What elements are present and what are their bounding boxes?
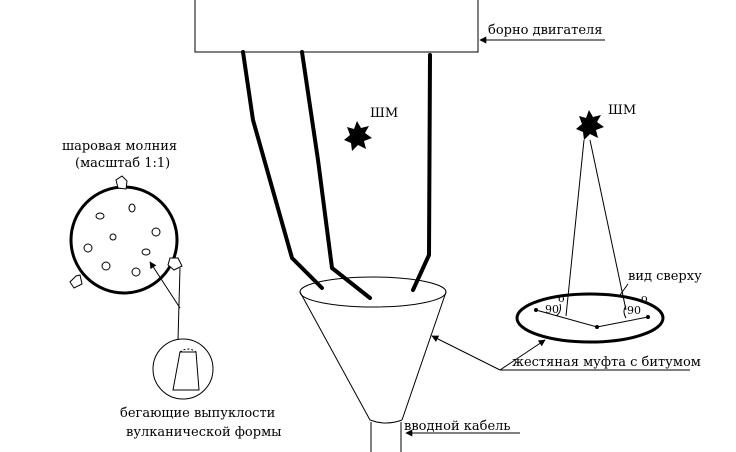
input-cable-label: вводной кабель bbox=[404, 419, 511, 434]
bump-pointer-1 bbox=[177, 267, 181, 341]
cable-right bbox=[411, 53, 432, 292]
motor-terminal-box bbox=[194, 0, 479, 53]
angle-right-degree: о bbox=[641, 292, 648, 305]
funnel-rim bbox=[299, 276, 447, 308]
spot-2 bbox=[128, 203, 136, 213]
bump-detail-top bbox=[179, 348, 197, 353]
ball-lightning-scale: (масштаб 1:1) bbox=[75, 156, 170, 171]
cable-left bbox=[241, 50, 324, 290]
funnel-body bbox=[299, 291, 447, 421]
angle-left-value: 90 bbox=[545, 303, 559, 316]
projection-line-right bbox=[589, 139, 627, 311]
bump-detail-shape bbox=[172, 351, 200, 391]
angle-left-degree: о bbox=[558, 292, 565, 305]
motor-terminal-label: борно двигателя bbox=[488, 23, 603, 38]
bump-top bbox=[115, 175, 128, 190]
ball-lightning-center-label: ШМ bbox=[370, 106, 398, 121]
angle-arc-right bbox=[623, 305, 627, 319]
bumps-label-line2: вулканической формы bbox=[126, 425, 282, 440]
input-cable-pipe bbox=[370, 422, 402, 452]
spot-1 bbox=[95, 212, 105, 220]
top-view-point-center bbox=[595, 325, 599, 329]
tin-sleeve-arrow-left bbox=[431, 335, 501, 371]
bump-right bbox=[167, 257, 183, 271]
bump-left bbox=[69, 274, 83, 289]
bumps-label-line1: бегающие выпуклости bbox=[120, 406, 275, 421]
spot-5 bbox=[83, 243, 93, 253]
cable-middle bbox=[300, 50, 372, 300]
spot-4 bbox=[151, 227, 161, 237]
spot-7 bbox=[101, 261, 111, 271]
projection-line-left bbox=[565, 139, 585, 317]
ball-lightning-center-icon bbox=[344, 121, 372, 151]
angle-arc-left bbox=[555, 303, 561, 317]
funnel-neck bbox=[369, 419, 403, 424]
spot-8 bbox=[131, 267, 141, 277]
top-view-pointer bbox=[619, 283, 629, 296]
tin-sleeve-label: жестяная муфта с битумом bbox=[512, 355, 701, 370]
ball-lightning-right-icon bbox=[576, 110, 604, 140]
ball-lightning-title: шаровая молния bbox=[62, 139, 177, 154]
bump-pointer-2 bbox=[149, 261, 181, 309]
top-view-ellipse bbox=[515, 292, 665, 344]
spot-6 bbox=[141, 248, 151, 256]
ball-lightning-right-label: ШМ bbox=[608, 103, 636, 118]
tin-sleeve-arrow-right bbox=[499, 339, 546, 371]
ball-lightning-sphere bbox=[69, 185, 179, 295]
top-view-label: вид сверху bbox=[628, 269, 702, 284]
angle-right-value: 90 bbox=[627, 304, 641, 317]
bump-detail-circle bbox=[152, 338, 214, 400]
top-view-point-right bbox=[646, 315, 650, 319]
top-view-point-left bbox=[534, 308, 538, 312]
spot-3 bbox=[109, 233, 117, 241]
